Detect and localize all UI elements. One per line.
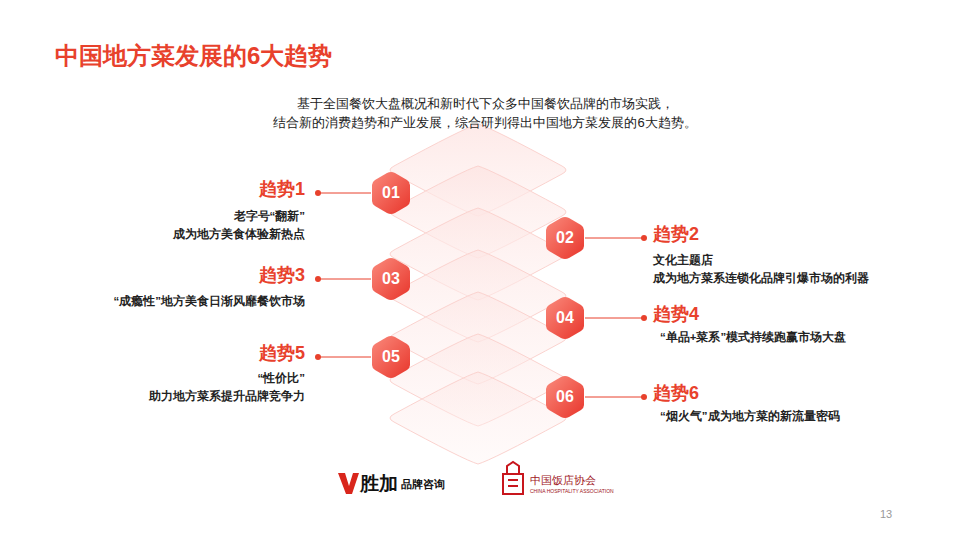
callout-number: 06 xyxy=(545,375,585,419)
association-name: 中国饭店协会 xyxy=(530,473,596,488)
subtitle: 基于全国餐饮大盘概况和新时代下众多中国餐饮品牌的市场实践， 结合新的消费趋势和产… xyxy=(250,94,720,132)
brand-suffix: 品牌咨询 xyxy=(401,477,445,492)
slide-title: 中国地方菜发展的6大趋势 xyxy=(55,40,332,72)
number-hexagon: 04 xyxy=(545,296,585,340)
callout-number: 02 xyxy=(545,216,585,260)
trend-heading: 趋势1 xyxy=(259,177,305,201)
number-hexagon: 05 xyxy=(371,335,411,379)
number-hexagon: 01 xyxy=(371,171,411,215)
trend-heading: 趋势4 xyxy=(653,302,699,326)
number-hexagon: 02 xyxy=(545,216,585,260)
leader-lines xyxy=(318,193,644,397)
trend-heading: 趋势6 xyxy=(653,381,699,405)
association-icon xyxy=(503,462,523,494)
trend-text: “单品+菜系”模式持续跑赢市场大盘 xyxy=(660,328,900,346)
trend-text: 文化主题店 成为地方菜系连锁化品牌引爆市场的利器 xyxy=(653,251,883,287)
number-hexagon: 06 xyxy=(545,375,585,419)
association-english: CHINA HOSPITALITY ASSOCIATION xyxy=(530,488,614,494)
leader-dots xyxy=(315,190,647,400)
trend-text: “成瘾性”地方美食日渐风靡餐饮市场 xyxy=(65,292,305,310)
trend-heading: 趋势5 xyxy=(259,341,305,365)
trend-heading: 趋势2 xyxy=(653,222,699,246)
callout-number: 03 xyxy=(371,257,411,301)
callout-number: 01 xyxy=(371,171,411,215)
brand-v-icon xyxy=(338,473,359,494)
stack-tile xyxy=(390,372,566,464)
number-hexagon: 03 xyxy=(371,257,411,301)
brand-name: 胜加 xyxy=(360,471,398,497)
trend-text: 老字号“翻新” 成为地方美食体验新热点 xyxy=(155,207,305,243)
stacked-tiles xyxy=(390,124,566,464)
trend-text: “性价比” 助力地方菜系提升品牌竞争力 xyxy=(130,369,305,405)
trend-heading: 趋势3 xyxy=(259,263,305,287)
callout-number: 05 xyxy=(371,335,411,379)
page-number: 13 xyxy=(880,508,892,520)
trend-text: “烟火气”成为地方菜的新流量密码 xyxy=(660,407,900,425)
callout-number: 04 xyxy=(545,296,585,340)
